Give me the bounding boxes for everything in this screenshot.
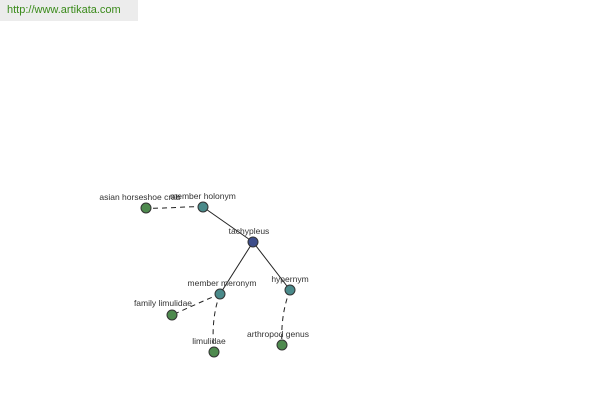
edge-member-holonym-asian-horseshoe-crab <box>145 206 204 209</box>
edge-center-hypernym <box>252 241 291 291</box>
label-center: tachypleus <box>229 226 270 236</box>
url-banner: http://www.artikata.com <box>0 0 138 21</box>
node-member-meronym[interactable] <box>214 288 226 300</box>
label-arthropod-genus: arthropod genus <box>247 329 309 339</box>
label-asian-horseshoe-crab: asian horseshoe crab <box>99 192 181 202</box>
node-asian-horseshoe-crab[interactable] <box>140 202 152 214</box>
node-hypernym[interactable] <box>284 284 296 296</box>
site-url-link[interactable]: http://www.artikata.com <box>7 4 121 16</box>
label-limulidae: limulidae <box>192 336 226 346</box>
edge-center-member-meronym <box>219 241 254 295</box>
label-member-meronym: member meronym <box>188 278 257 288</box>
node-member-holonym[interactable] <box>197 201 209 213</box>
label-family-limulidae: family limulidae <box>134 298 192 308</box>
node-center[interactable] <box>247 236 259 248</box>
node-arthropod-genus[interactable] <box>276 339 288 351</box>
label-hypernym: hypernym <box>271 274 308 284</box>
node-limulidae[interactable] <box>208 346 220 358</box>
node-family-limulidae[interactable] <box>166 309 178 321</box>
label-member-holonym: member holonym <box>170 191 236 201</box>
edge-center-member-holonym <box>202 206 254 243</box>
